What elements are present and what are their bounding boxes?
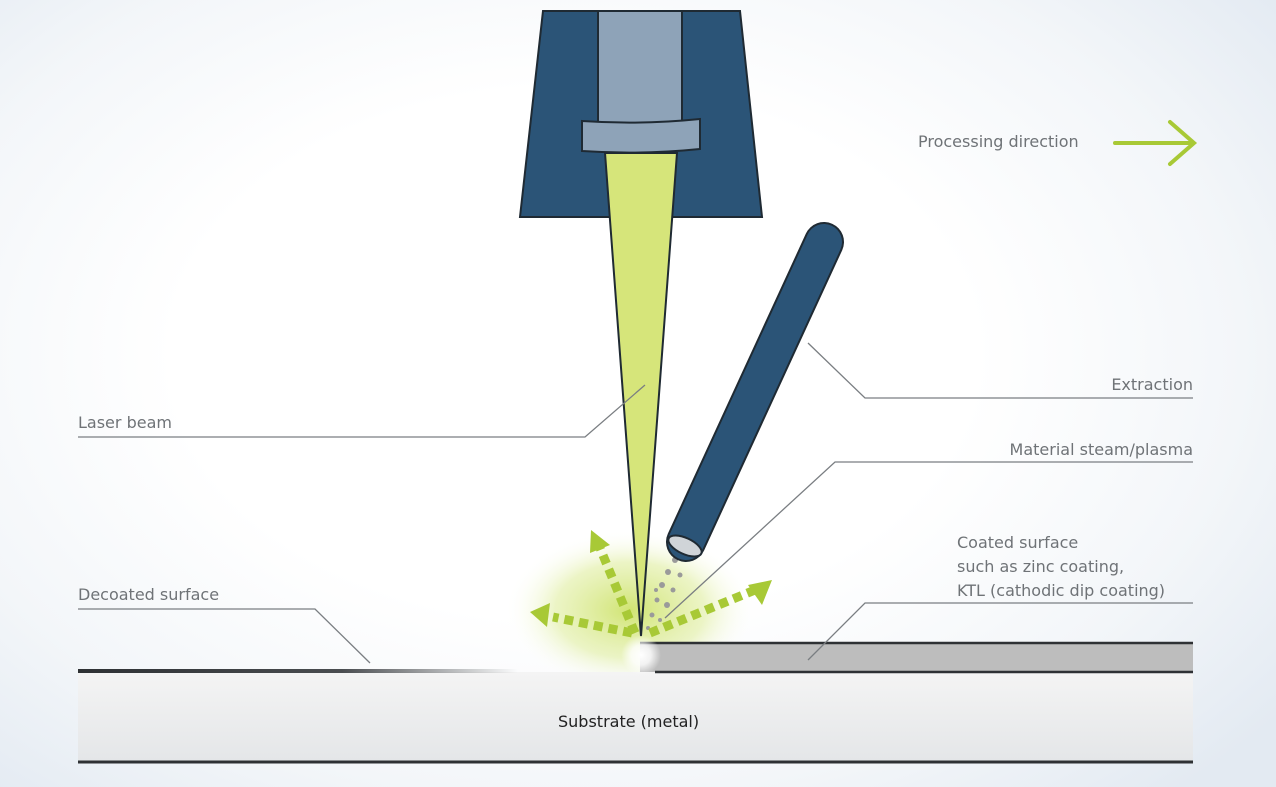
- coated-surface-label: Coated surface such as zinc coating, KTL…: [957, 531, 1165, 603]
- leader-lines: [78, 342, 1193, 664]
- laser-column: [597, 10, 683, 124]
- extraction-tube-opening: [667, 534, 703, 558]
- substrate: [78, 672, 1193, 762]
- material-steam-label: Material steam/plasma: [1009, 440, 1193, 459]
- decoated-surface-line: [78, 669, 518, 673]
- focusing-lens: [581, 117, 701, 154]
- coated-surface-layer: [640, 643, 1193, 672]
- plasma-direction-arrows: [552, 546, 757, 638]
- processing-direction-arrow: [1113, 120, 1198, 166]
- laser-beam: [603, 152, 679, 637]
- arrow-heads: [530, 530, 772, 627]
- coated-surface-line-2: such as zinc coating,: [957, 557, 1125, 576]
- decoated-surface-label: Decoated surface: [78, 585, 220, 604]
- extraction-label: Extraction: [1111, 375, 1193, 394]
- extraction-tube-fill: [668, 224, 842, 560]
- processing-direction-label: Processing direction: [918, 132, 1079, 151]
- coated-surface-line-3: KTL (cathodic dip coating): [957, 581, 1166, 600]
- laser-beam-label: Laser beam: [78, 413, 172, 432]
- coated-surface-line-1: Coated surface: [957, 533, 1079, 552]
- substrate-label: Substrate (metal): [558, 712, 700, 731]
- laser-spot-spark: [621, 635, 661, 675]
